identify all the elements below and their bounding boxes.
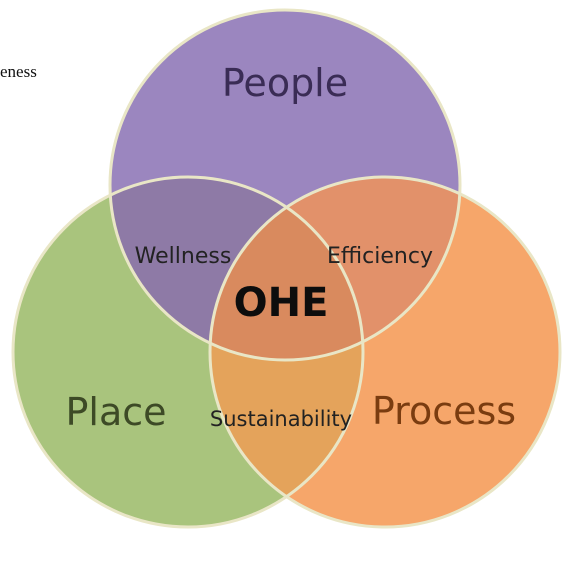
process-label: Process: [372, 389, 516, 433]
efficiency-label: Efficiency: [327, 244, 433, 269]
process-outline: [208, 175, 562, 529]
place-outline: [11, 175, 365, 529]
ohe-center-region: [210, 177, 363, 360]
people-label: People: [222, 61, 348, 105]
place-label: Place: [65, 390, 166, 434]
wellness-label: Wellness: [135, 244, 232, 269]
ohe-label: OHE: [234, 280, 329, 326]
sustainability-label: Sustainability: [210, 407, 352, 431]
cropped-text-fragment: eness: [0, 62, 37, 81]
people-outline: [108, 8, 462, 362]
